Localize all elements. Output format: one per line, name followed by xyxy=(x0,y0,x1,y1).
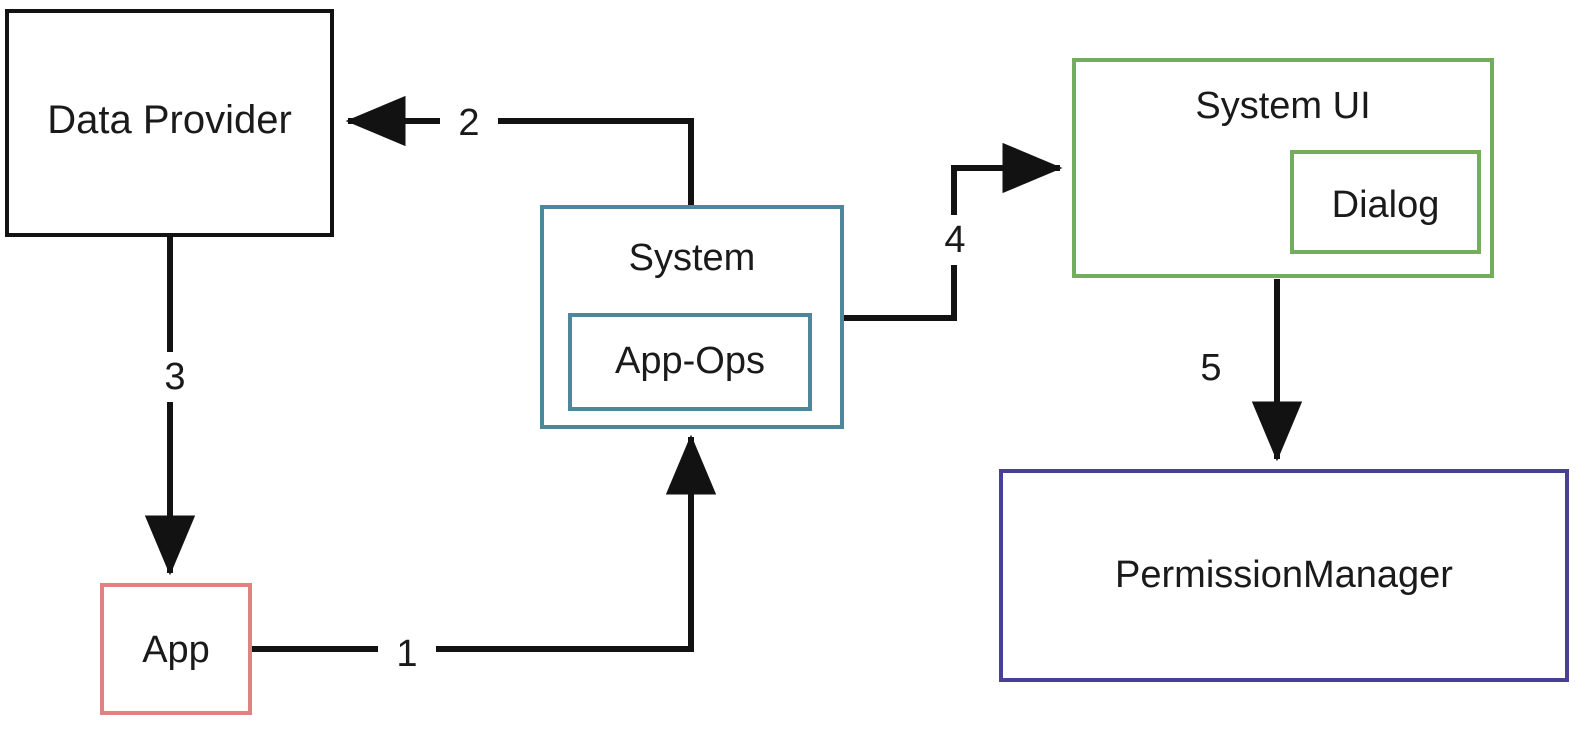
edge-label-2: 2 xyxy=(440,102,498,144)
edge-label-5: 5 xyxy=(1184,347,1238,389)
edge-2 xyxy=(345,95,694,205)
edge-label-3: 3 xyxy=(148,352,202,402)
edge-label-1: 1 xyxy=(378,633,436,675)
node-app[interactable] xyxy=(100,583,252,715)
node-label-permission-manager: PermissionManager xyxy=(1115,554,1453,596)
edge-1 xyxy=(252,434,717,652)
node-label-app: App xyxy=(142,629,210,671)
node-permission-manager[interactable] xyxy=(999,469,1569,682)
node-label-system-ui: System UI xyxy=(1195,85,1371,127)
node-app-ops[interactable] xyxy=(568,313,812,411)
node-dialog[interactable] xyxy=(1290,150,1481,254)
node-data-provider[interactable] xyxy=(5,9,334,237)
node-label-data-provider: Data Provider xyxy=(47,98,292,142)
node-label-dialog: Dialog xyxy=(1331,184,1440,226)
edge-label-4: 4 xyxy=(928,215,982,265)
node-label-app-ops: App-Ops xyxy=(615,340,765,382)
node-label-system: System xyxy=(628,237,756,279)
